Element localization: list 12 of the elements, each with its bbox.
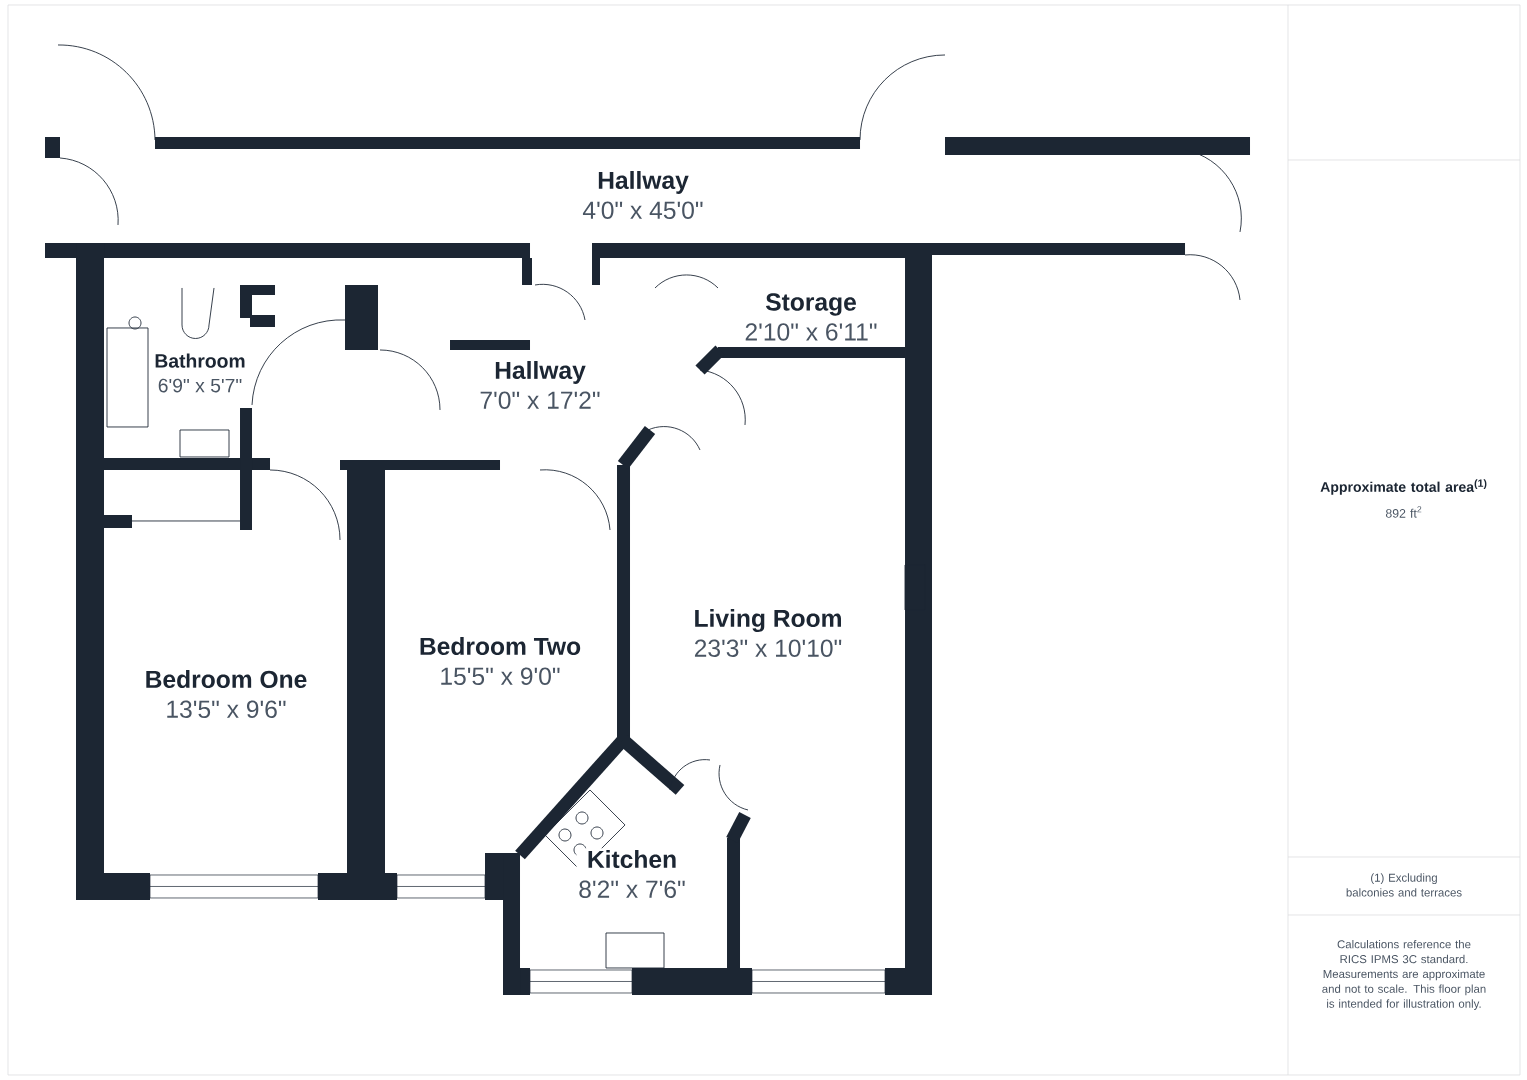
note-text: Calculations reference the RICS IPMS 3C standard. Measurements are approximate and not to scale. This floor plan is intended for illustration only. [1322, 939, 1486, 1010]
note-text: (1) Excluding balconies and terraces [1346, 873, 1462, 897]
room-label: Kitchen 8'2" x 7'6" [576, 848, 688, 900]
room-label: Living Room 23'3" x 10'10" [691, 607, 845, 659]
room-label: Storage 2'10" x 6'11" [742, 291, 880, 343]
room-label: Bedroom Two 15'5" x 9'0" [417, 635, 583, 687]
room-label: Bathroom 6'9" x 5'7" [152, 351, 248, 395]
note-text: Approximate total area$^{(1)}$ [1320, 479, 1487, 495]
room-label: Hallway 4'0" x 45'0" [580, 169, 706, 221]
room-label: Bedroom One 13'5" x 9'6" [142, 668, 310, 720]
note-text: 892 ft$^{2}$ [1385, 506, 1422, 518]
room-label: Hallway 7'0" x 17'2" [477, 359, 603, 411]
